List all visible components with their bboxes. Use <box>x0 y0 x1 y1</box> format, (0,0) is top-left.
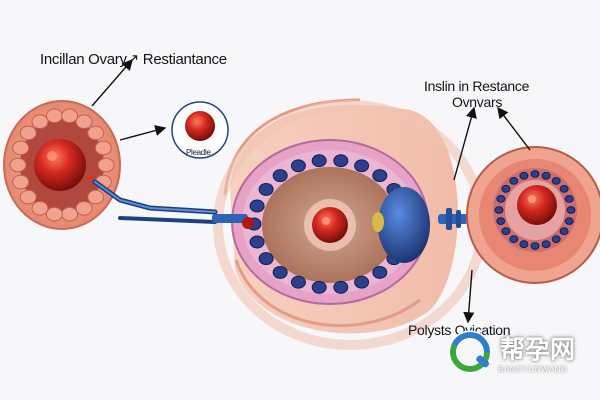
label-insulin-resistance: Inslin in Restance <box>424 78 530 94</box>
watermark-subtext: BANGYUNWANG <box>498 365 568 374</box>
label-insulin-ovary-resistance: Incillan Ovary↗ Restiantance <box>40 51 227 68</box>
theca-bead <box>333 154 349 168</box>
theca-bead <box>354 275 370 289</box>
theca-bead <box>372 265 388 279</box>
label-ovaries: Ovnvars <box>452 94 503 110</box>
theca-bead <box>509 177 519 185</box>
theca-bead <box>333 280 349 294</box>
right-follicle <box>466 146 600 284</box>
granulosa-cell <box>61 206 79 222</box>
theca-bead <box>559 227 569 236</box>
theca-bead <box>494 206 504 214</box>
watermark: 帮孕网 BANGYUNWANG <box>448 328 598 378</box>
theca-bead <box>541 240 551 249</box>
theca-bead <box>290 159 306 173</box>
logo-q-icon <box>448 330 492 374</box>
theca-bead <box>530 170 540 178</box>
granulosa-cell <box>31 201 49 216</box>
theca-bead <box>519 240 529 249</box>
theca-bead <box>290 275 306 289</box>
theca-bead <box>551 235 561 244</box>
granulosa-cell <box>12 140 30 156</box>
watermark-text: 帮孕网 <box>500 335 576 364</box>
theca-bead <box>258 252 274 266</box>
central-oocyte <box>312 207 348 243</box>
theca-bead <box>541 171 551 180</box>
granulosa-cell <box>87 125 105 141</box>
granulosa-cell <box>45 108 63 124</box>
theca-bead <box>372 169 388 183</box>
theca-bead <box>559 184 569 193</box>
left-granulosa-cells <box>9 108 115 222</box>
theca-bead <box>501 184 511 193</box>
needle-icon <box>87 175 254 229</box>
label-polycystic-ovulation: Polysts Ovication <box>408 322 511 338</box>
granulosa-cell <box>75 114 93 129</box>
granulosa-cell <box>9 157 27 173</box>
arrow-icon <box>91 58 531 324</box>
small-follicle <box>171 101 229 159</box>
granulosa-cell <box>19 125 37 141</box>
granulosa-cell <box>31 114 49 129</box>
theca-bead <box>272 169 288 183</box>
theca-bead <box>509 235 519 244</box>
granulosa-cell <box>19 189 37 205</box>
theca-bead <box>496 217 506 226</box>
connector-icon <box>438 208 468 230</box>
theca-bead <box>519 171 529 180</box>
blue-dome <box>372 187 430 263</box>
right-theca-beads <box>494 170 576 250</box>
granulosa-cell <box>75 201 93 216</box>
theca-bead <box>311 280 327 294</box>
theca-bead <box>354 159 370 173</box>
theca-bead <box>564 195 574 203</box>
theca-bead <box>249 235 265 249</box>
theca-bead <box>258 182 274 196</box>
granulosa-cell <box>94 140 112 156</box>
granulosa-cell <box>61 108 79 124</box>
granulosa-cell <box>97 157 115 173</box>
theca-bead <box>496 195 506 203</box>
theca-bead <box>249 199 265 213</box>
theca-bead <box>566 206 576 214</box>
theca-bead <box>272 265 288 279</box>
label-small-follicle: Pleadle <box>186 148 211 157</box>
theca-bead <box>311 154 327 168</box>
theca-bead <box>501 227 511 236</box>
granulosa-cell <box>12 174 30 190</box>
theca-bead <box>564 217 574 226</box>
granulosa-cell <box>87 189 105 205</box>
granulosa-cell <box>45 206 63 222</box>
theca-bead <box>530 242 540 250</box>
theca-bead <box>551 177 561 185</box>
